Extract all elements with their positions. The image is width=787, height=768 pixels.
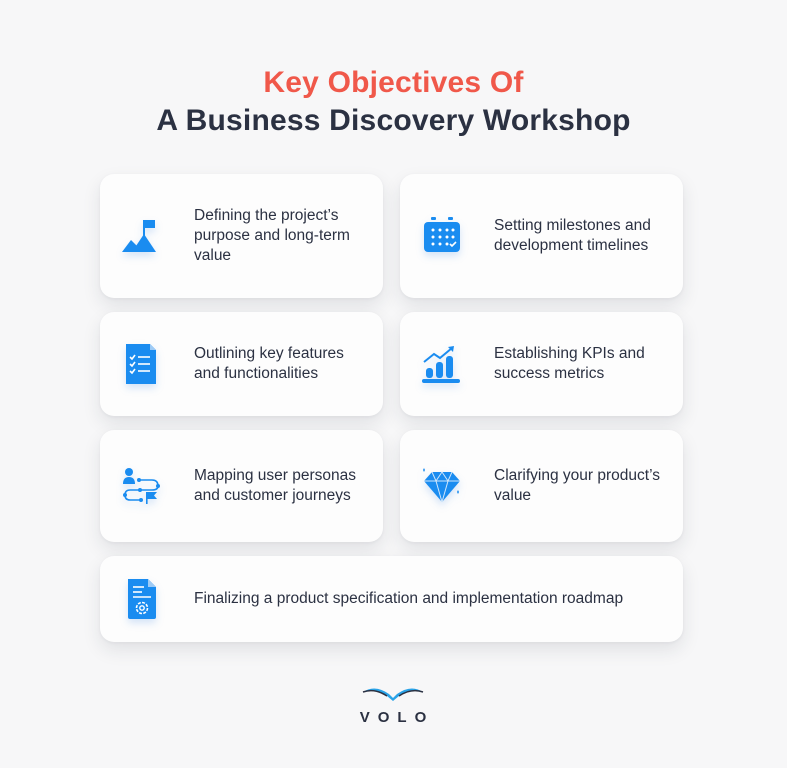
title-line-1: Key Objectives Of [263, 66, 524, 99]
objective-label: Establishing KPIs and success metrics [494, 345, 645, 382]
objective-card: Finalizing a product specification and i… [100, 556, 683, 642]
calendar-icon [420, 214, 464, 258]
logo-text: VOLO [359, 709, 435, 726]
objective-card: Setting milestones and development timel… [400, 174, 683, 298]
objective-label: Setting milestones and development timel… [494, 217, 651, 254]
growth-chart-icon [420, 342, 464, 386]
document-gear-icon [120, 577, 164, 621]
objective-label: Defining the project’s purpose and long-… [194, 207, 350, 264]
objective-card: Mapping user personas and customer journ… [100, 430, 383, 542]
checklist-document-icon [120, 342, 164, 386]
diamond-icon [420, 464, 464, 508]
volo-logo: VOLO [343, 684, 443, 726]
objective-card: Outlining key features and functionaliti… [100, 312, 383, 416]
objective-card: Defining the project’s purpose and long-… [100, 174, 383, 298]
objective-label: Finalizing a product specification and i… [194, 590, 624, 607]
page-title: Key Objectives Of A Business Discovery W… [0, 64, 787, 140]
objective-card: Establishing KPIs and success metrics [400, 312, 683, 416]
volo-wing-icon [362, 688, 424, 701]
objective-card: Clarifying your product’s value [400, 430, 683, 542]
user-journey-icon [120, 464, 164, 508]
objective-label: Clarifying your product’s value [494, 467, 660, 504]
mountain-flag-icon [120, 214, 164, 258]
objective-label: Outlining key features and functionaliti… [194, 345, 344, 382]
objective-label: Mapping user personas and customer journ… [194, 467, 356, 504]
title-line-2: A Business Discovery Workshop [156, 104, 631, 137]
